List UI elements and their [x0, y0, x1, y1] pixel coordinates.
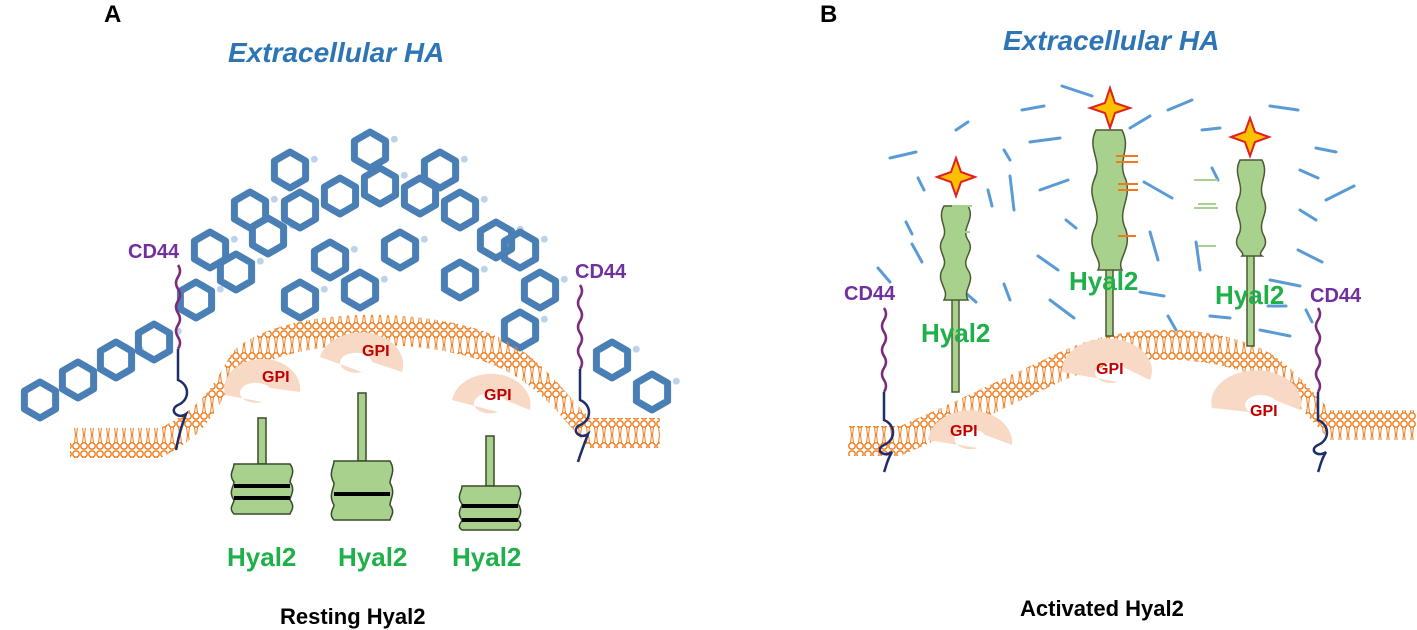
panel-b-title: Extracellular HA: [1003, 25, 1219, 56]
ha-atom: [480, 195, 488, 203]
ha-ring: [176, 278, 216, 322]
cd44-label: CD44: [575, 261, 627, 283]
resting-hyal2-proteins: [230, 392, 522, 531]
ha-atom: [350, 245, 358, 253]
ha-ring: [310, 238, 350, 282]
ha-ring: [58, 358, 98, 402]
ha-atom: [672, 377, 680, 385]
cd44-label: CD44: [128, 241, 180, 263]
ha-ring: [476, 218, 516, 262]
ha-ring: [350, 128, 390, 172]
ha-atom: [230, 235, 238, 243]
ha-ring: [440, 188, 480, 232]
ha-ring: [380, 228, 420, 272]
panel-b-letter: B: [820, 1, 837, 28]
panel-b: B Extracellular HA: [820, 1, 1416, 621]
ha-atom: [320, 285, 328, 293]
ha-ring: [134, 320, 174, 364]
ha-ring: [340, 268, 380, 312]
ha-ring: [320, 174, 360, 218]
ha-ring: [230, 188, 270, 232]
hyal2-label: Hyal2: [338, 542, 407, 572]
ha-ring: [280, 278, 320, 322]
ha-ring: [500, 308, 540, 352]
ha-ring: [270, 148, 310, 192]
ha-atom: [460, 155, 468, 163]
ha-atom: [540, 315, 548, 323]
gpi-anchors-b: GPI GPI GPI: [928, 338, 1302, 450]
ha-ring: [592, 338, 632, 382]
ha-atom: [400, 171, 408, 179]
activated-hyal2-proteins: [939, 129, 1267, 393]
ha-atom: [390, 135, 398, 143]
ha-atom: [256, 257, 264, 265]
cell-membrane-b: [848, 329, 1416, 456]
gpi-label: GPI: [262, 369, 290, 386]
ha-ring: [500, 228, 540, 272]
gpi-label: GPI: [484, 387, 512, 404]
cell-membrane-a: [70, 314, 660, 458]
ha-ring: [360, 164, 400, 208]
gpi-label: GPI: [1250, 403, 1278, 420]
ha-ring: [280, 188, 320, 232]
ha-ring: [96, 338, 136, 382]
gpi-label: GPI: [950, 423, 978, 440]
ha-atom: [270, 195, 278, 203]
cd44-coil-icon: [878, 307, 1329, 473]
cd44-label: CD44: [1310, 285, 1362, 307]
ha-ring: [520, 268, 560, 312]
ha-atom: [632, 345, 640, 353]
ha-ring: [420, 148, 460, 192]
ha-ring: [190, 228, 230, 272]
panel-a-letter: A: [104, 1, 121, 28]
ha-ring: [20, 378, 60, 422]
ha-ring: [440, 258, 480, 302]
ha-atom: [420, 235, 428, 243]
panel-a-caption: Resting Hyal2: [280, 604, 426, 629]
ha-atom: [380, 275, 388, 283]
ha-atom: [480, 265, 488, 273]
ha-atom: [540, 235, 548, 243]
cleavage-marks: [952, 155, 1218, 247]
gpi-label: GPI: [1096, 361, 1124, 378]
panel-a-title: Extracellular HA: [228, 37, 444, 68]
panel-a: A Extracellular HA GPI GPI GPI Hyal2: [20, 1, 680, 629]
hyal2-label: Hyal2: [227, 542, 296, 572]
cd44-label: CD44: [844, 283, 896, 305]
hyal2-label: Hyal2: [1215, 280, 1284, 310]
ha-atom: [216, 285, 224, 293]
cd44-coil-icon: [172, 264, 591, 463]
hyal2-label: Hyal2: [452, 542, 521, 572]
gpi-anchors-a: GPI GPI GPI: [224, 332, 531, 414]
ha-atom: [310, 155, 318, 163]
hyal2-label: Hyal2: [921, 318, 990, 348]
panel-b-caption: Activated Hyal2: [1020, 596, 1184, 621]
hyal2-label: Hyal2: [1069, 266, 1138, 296]
gpi-label: GPI: [362, 343, 390, 360]
ha-ring: [632, 370, 672, 414]
activation-star-icon: [934, 84, 1272, 199]
ha-atom: [560, 275, 568, 283]
